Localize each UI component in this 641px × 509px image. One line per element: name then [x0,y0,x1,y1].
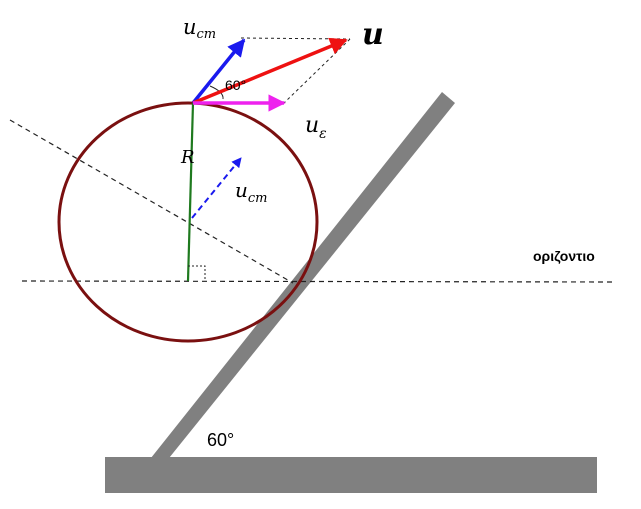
u-label: u [362,17,384,52]
radius-label: R [180,147,195,168]
horizontal-reference-line [21,280,613,283]
u-cm-top-label: ucm [183,15,216,42]
u-cm-top-vector [191,38,246,105]
angle-top-label: 60° [225,77,246,93]
radius-line [186,102,195,282]
floor-slab [105,457,597,493]
right-angle-mark [188,265,206,281]
u-cm-center-label: ucm [235,178,268,206]
u-cm-center-vector [191,157,242,219]
guide-top [240,37,351,40]
horizontal-label: οριζοντιο [533,248,595,264]
guide-right [283,38,351,104]
disk-circle [57,101,319,343]
angle-incline-label: 60° [207,430,234,450]
u-eps-label: uε [305,113,327,142]
diagonal-dashed-line [9,119,294,284]
u-vector [192,37,348,105]
